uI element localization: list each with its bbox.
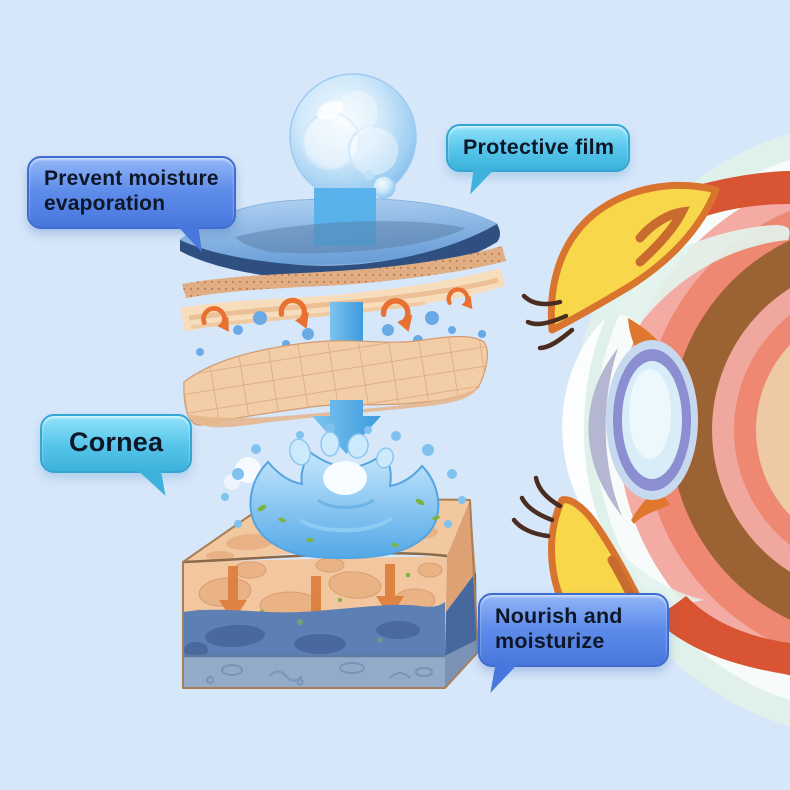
lens [606,340,698,500]
upper-eyelid [547,182,720,334]
lower-eyelashes [511,475,563,539]
callout-nourish-and-moisturize: Nourish and moisturize [478,593,669,697]
callout-cornea: Cornea [40,414,193,500]
callout-tail [137,466,166,500]
callout-cornea-label: Cornea [69,427,164,457]
mesh-membrane-layer [183,335,488,428]
circulation-arrows [201,287,473,332]
upper-eyelashes [521,293,575,351]
callout-protective-film: Protective film [446,124,631,198]
stroma-squiggles [206,662,433,686]
cornea-front [562,318,610,546]
conjunctiva-mint-band [600,225,790,324]
callout-tail [470,166,495,198]
callout-prevent-moisture-evaporation: Prevent moisture evaporation [27,156,236,255]
splash-sprigs [257,498,440,548]
eye-cross-section-illustration [511,133,790,727]
callout-nourish-label: Nourish and moisturize [495,604,623,654]
absorption-arrow-icon [312,400,381,454]
anterior-chamber [588,348,622,516]
lipid-layer [182,246,506,298]
liquid-stream [314,188,376,246]
callout-film-label: Protective film [463,135,615,159]
callout-prevent-label: Prevent moisture evaporation [44,167,219,215]
callout-tail [177,222,202,255]
water-splash [221,423,466,560]
lower-eye-muscle [653,596,790,675]
water-drop-icon [289,73,417,201]
